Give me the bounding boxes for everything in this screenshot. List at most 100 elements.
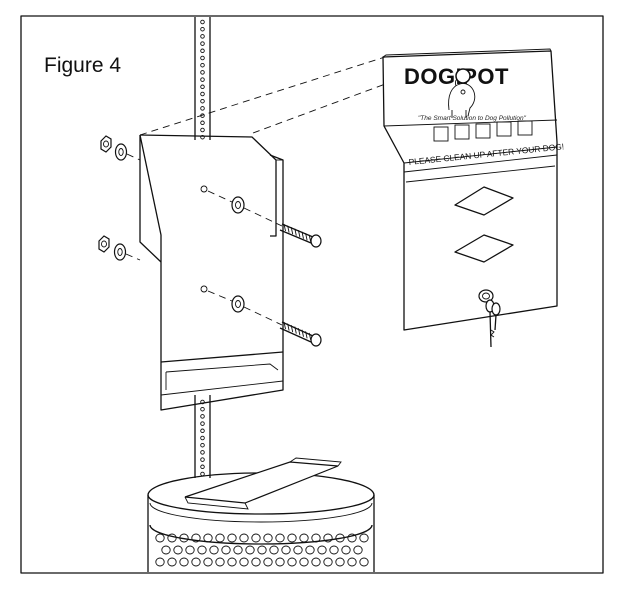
lock — [478, 289, 494, 303]
perforation-hole — [239, 533, 249, 543]
instruction-pictograms — [433, 120, 533, 142]
perforation-hole — [353, 545, 363, 555]
post-hole — [200, 134, 205, 140]
perforation-hole — [335, 557, 345, 567]
perforation-hole — [179, 557, 189, 567]
perforation-hole — [215, 557, 225, 567]
hex-nut — [100, 135, 112, 153]
post-hole — [200, 55, 205, 61]
perforation-hole — [275, 557, 285, 567]
trash-can — [147, 457, 375, 572]
projection-lines — [139, 56, 389, 136]
post-hole — [200, 70, 205, 75]
post-hole — [200, 464, 205, 470]
perforation-hole — [299, 533, 309, 543]
figure-label: Figure 4 — [44, 54, 121, 77]
perforation-hole — [245, 545, 255, 555]
post-hole — [200, 414, 205, 419]
perforation-hole — [209, 545, 219, 555]
post-hole — [200, 26, 205, 32]
perforation-hole — [359, 533, 369, 543]
perforation-hole — [347, 533, 357, 543]
perforation-hole — [323, 557, 333, 567]
carriage-bolt — [279, 321, 322, 347]
perforation-hole — [179, 533, 189, 543]
perforation-hole — [251, 533, 261, 543]
perforation-hole — [359, 557, 369, 567]
perforation-hole — [317, 545, 327, 555]
carriage-bolt — [279, 223, 322, 248]
washer — [231, 196, 245, 214]
perforation-hole — [191, 533, 201, 543]
bracket-hole — [200, 185, 208, 193]
perforation-hole — [167, 557, 177, 567]
perforation-hole — [227, 557, 237, 567]
perforation-hole — [347, 557, 357, 567]
perforation-hole — [323, 533, 333, 543]
post-hole — [200, 84, 205, 90]
post-hole — [200, 450, 205, 455]
washer — [231, 295, 245, 313]
perforation-hole — [287, 557, 297, 567]
post-hole — [200, 19, 205, 25]
figure-frame — [20, 15, 604, 574]
perforation-hole — [311, 533, 321, 543]
perforation-hole — [263, 533, 273, 543]
mounting-bracket — [139, 134, 284, 411]
bag-slot — [454, 186, 514, 216]
post-holes — [200, 399, 205, 477]
post-hole — [200, 106, 205, 111]
post-hole — [200, 127, 205, 133]
tagline: "The Smart Solution to Dog Pollution" — [418, 115, 527, 122]
post-hole — [200, 421, 205, 426]
perforation-hole — [233, 545, 243, 555]
perforation-hole — [197, 545, 207, 555]
post-hole — [200, 428, 205, 434]
post-hole — [200, 48, 205, 54]
perforation-hole — [173, 545, 183, 555]
post-hole — [200, 406, 205, 412]
post-hole — [200, 98, 205, 104]
perforation-hole — [335, 533, 345, 543]
perforation-hole — [251, 557, 261, 567]
post-hole — [200, 91, 205, 97]
post-hole — [200, 442, 205, 448]
perforation-hole — [293, 545, 303, 555]
perforation-hole — [275, 533, 285, 543]
perforation-hole — [167, 533, 177, 543]
post-hole — [200, 34, 205, 39]
perforation-hole — [305, 545, 315, 555]
bag-slot — [454, 234, 514, 263]
mounting-post — [194, 17, 211, 478]
washer — [114, 143, 128, 161]
perforation-hole — [341, 545, 351, 555]
trash-lid-flap — [184, 461, 339, 504]
perforation-hole — [203, 533, 213, 543]
hex-nut — [98, 235, 110, 253]
perforation-hole — [269, 545, 279, 555]
post-hole — [200, 62, 205, 68]
bag-dispenser: DOGIPOT "The Smart Solution to Dog Pollu… — [382, 48, 564, 348]
perforation-hole — [287, 533, 297, 543]
perforation-hole — [203, 557, 213, 567]
brand-logo-o — [455, 68, 471, 84]
keys — [485, 299, 501, 348]
washer — [113, 243, 127, 261]
perforation-hole — [299, 557, 309, 567]
bracket-hole — [200, 285, 208, 293]
post-hole — [200, 457, 205, 462]
perforation-hole — [263, 557, 273, 567]
perforation-hole — [239, 557, 249, 567]
perforation-hole — [155, 557, 165, 567]
post-hole — [200, 41, 205, 46]
perforation-hole — [221, 545, 231, 555]
perforation-hole — [329, 545, 339, 555]
perforation-hole — [311, 557, 321, 567]
post-hole — [200, 435, 205, 441]
perforation-hole — [281, 545, 291, 555]
post-holes — [200, 19, 205, 140]
perforation-hole — [227, 533, 237, 543]
perforation-hole — [215, 533, 225, 543]
perforation-holes — [155, 533, 369, 567]
